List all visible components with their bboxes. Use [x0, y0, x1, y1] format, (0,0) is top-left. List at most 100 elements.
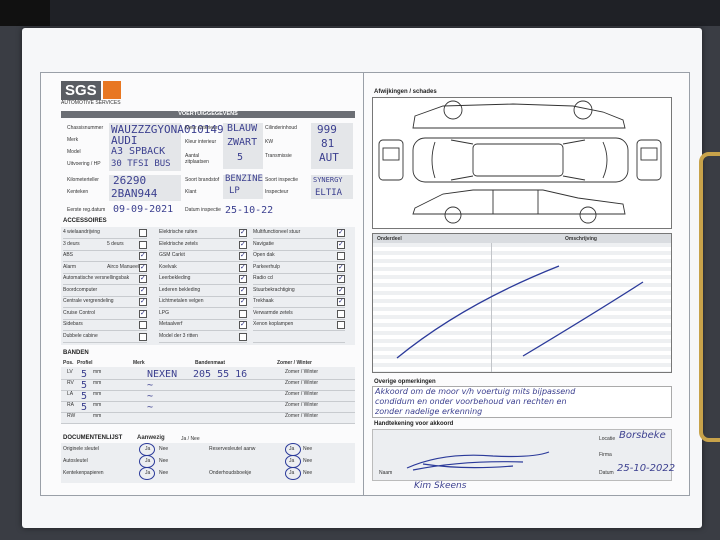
- accessoire-checkbox[interactable]: ✓: [337, 275, 345, 283]
- accessoire-checkbox[interactable]: [337, 309, 345, 318]
- accessoire-checkbox[interactable]: ✓: [337, 240, 345, 249]
- check-mark-icon: ✓: [338, 275, 344, 282]
- accessoire-checkbox[interactable]: ✓: [139, 252, 147, 260]
- accessoire-checkbox[interactable]: [139, 321, 147, 329]
- accessoire-label: Dubbele cabine: [63, 332, 98, 339]
- banden-profiel: 5: [81, 391, 88, 402]
- accessoires-grid-bg: [61, 227, 355, 345]
- accessoire-label: Parkeerhulp: [253, 263, 280, 270]
- zitplaatsen-value: 5: [237, 152, 244, 163]
- label-uitvoering: Uitvoering / HP: [67, 161, 101, 167]
- banden-header: Zomer / Winter: [277, 360, 312, 366]
- accessoire-checkbox[interactable]: [139, 229, 147, 237]
- kw-value: 81: [321, 137, 335, 150]
- label-ereg: Eerste reg.datum: [67, 207, 106, 213]
- row-divider: [63, 284, 147, 285]
- banden-season: Zomer / Winter: [285, 402, 319, 408]
- strike-line-omschrijving: [522, 281, 644, 357]
- document-label: Originele sleutel: [63, 446, 99, 452]
- label-kleur-int: Kleur interieur: [185, 139, 217, 145]
- label-zitplaatsen: Aantal zitplaatsen: [185, 153, 209, 165]
- label-model: Model: [67, 149, 81, 155]
- kenteken-value: 2BAN944: [111, 187, 158, 200]
- schades-table: Onderdeel Omschrijving: [372, 233, 672, 373]
- accessoire-label: Elektrische ruiten: [159, 229, 198, 235]
- accessoire-checkbox[interactable]: [337, 252, 345, 260]
- label-cilinder: Cilinderinhoud: [265, 125, 297, 131]
- banden-row-divider: [61, 390, 355, 391]
- accessoire-checkbox[interactable]: ✓: [139, 263, 147, 272]
- label-chassis: Chassisnummer: [67, 125, 104, 131]
- accessoires-title: ACCESSOIRES: [63, 218, 107, 224]
- brandstof-value: BENZINE: [225, 174, 263, 184]
- document-label: Kentekenpapieren: [63, 470, 104, 476]
- car-plan-body: [412, 137, 629, 183]
- accessoire-checkbox[interactable]: ✓: [337, 286, 345, 295]
- accessoire-label: Stuurbekrachtiging: [253, 286, 295, 293]
- check-mark-icon: ✓: [140, 309, 146, 317]
- check-mark-icon: ✓: [338, 240, 344, 248]
- accessoire-checkbox[interactable]: [139, 240, 147, 249]
- document-nee-2: Nee: [303, 470, 313, 476]
- accessoire-checkbox[interactable]: ✓: [239, 240, 247, 249]
- model-value: A3 SPBACK: [111, 146, 166, 157]
- datum-label: Datum: [599, 470, 614, 476]
- accessoire-checkbox[interactable]: ✓: [139, 286, 147, 295]
- naam-label: Naam: [379, 470, 393, 476]
- accessoire-checkbox[interactable]: ✓: [239, 321, 247, 329]
- accessoire-label: Automatische versnellingsbak: [63, 275, 130, 281]
- check-mark-icon: ✓: [240, 286, 246, 294]
- banden-season: Zomer / Winter: [285, 391, 319, 397]
- accessoire-label: Leerbekleding: [159, 275, 191, 281]
- accessoire-checkbox[interactable]: ✓: [337, 298, 345, 306]
- row-divider: [159, 249, 247, 251]
- check-mark-icon: ✓: [338, 298, 344, 305]
- label-merk: Merk: [67, 137, 79, 143]
- wheel-bottom-left: [444, 206, 462, 224]
- opmerkingen-box: Akkoord om de moor v/h voertuig mits bij…: [372, 386, 672, 418]
- documenten-bg: [61, 443, 355, 483]
- banden-bg: [61, 367, 355, 423]
- ereg-value: 09-09-2021: [113, 204, 174, 215]
- car-diagram: [378, 100, 662, 224]
- banden-row-divider: [61, 412, 355, 413]
- banden-header: Merk: [133, 360, 145, 366]
- accessoire-checkbox[interactable]: ✓: [337, 263, 345, 272]
- accessoire-checkbox[interactable]: [239, 309, 247, 318]
- wheel-top-left: [443, 100, 463, 120]
- naam-value: Kim Skeens: [414, 481, 467, 491]
- accessoire-label: Centrale vergrendeling: [63, 298, 114, 304]
- accessoire-checkbox[interactable]: ✓: [139, 275, 147, 283]
- accessoire-checkbox[interactable]: ✓: [239, 275, 247, 283]
- car-diagram-box: [372, 97, 672, 229]
- row-divider: [63, 249, 147, 251]
- section-header-voertuig: VOERTUIGGEGEVENS: [61, 111, 355, 118]
- accessoire-label: Koelvak: [159, 263, 177, 270]
- logo-subtitle: AUTOMOTIVE SERVICES: [61, 100, 121, 106]
- accessoire-checkbox[interactable]: ✓: [139, 309, 147, 318]
- accessoire-checkbox[interactable]: ✓: [239, 286, 247, 295]
- check-mark-icon: ✓: [140, 263, 146, 271]
- accessoire-checkbox[interactable]: ✓: [239, 298, 247, 306]
- accessoire-checkbox[interactable]: ✓: [239, 252, 247, 260]
- accessoire-checkbox[interactable]: ✓: [239, 263, 247, 272]
- accessoire-label: Boordcomputer: [63, 286, 98, 293]
- label-klant: Klant: [185, 189, 197, 195]
- accessoire-checkbox[interactable]: ✓: [139, 298, 147, 306]
- accessoire-checkbox[interactable]: [337, 321, 345, 329]
- wheel-bottom-right: [579, 206, 597, 224]
- check-mark-icon: ✓: [140, 298, 146, 305]
- accessoire-checkbox[interactable]: ✓: [239, 229, 247, 237]
- accessoire-checkbox[interactable]: ✓: [337, 229, 345, 237]
- banden-unit: mm: [93, 369, 102, 375]
- accessoire-checkbox[interactable]: [139, 332, 147, 341]
- kleur-ext-value: BLAUW: [227, 123, 258, 134]
- accessoire-checkbox[interactable]: [239, 332, 247, 341]
- row-divider: [253, 330, 345, 331]
- bezel: [0, 0, 50, 26]
- row-divider: [63, 341, 147, 343]
- row-divider: [63, 307, 147, 308]
- banden-row-divider: [61, 401, 355, 402]
- aanwezig-label: Aanwezig: [137, 435, 165, 441]
- label-transmissie: Transmissie: [265, 153, 292, 159]
